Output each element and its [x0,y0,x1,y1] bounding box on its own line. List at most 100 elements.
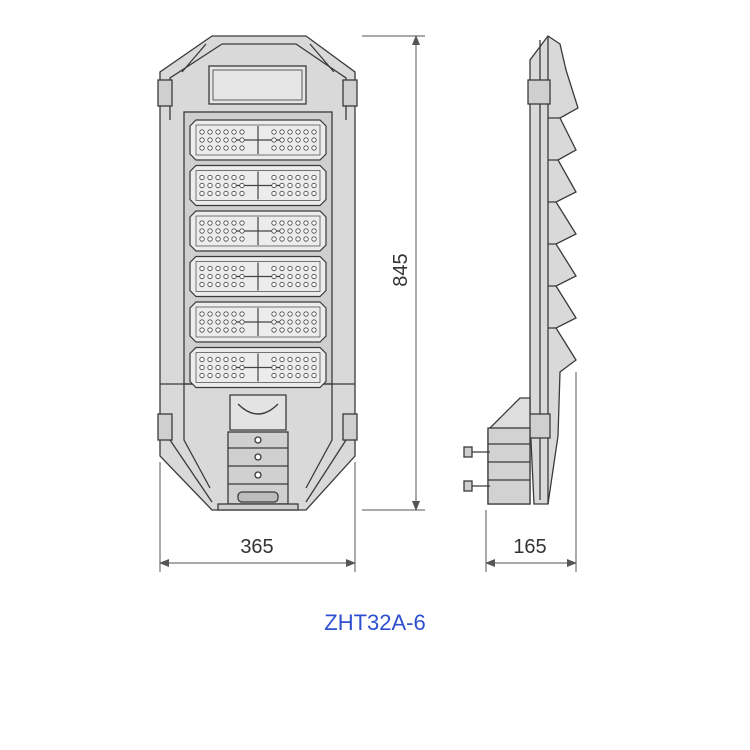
led-dot [199,228,205,234]
led-dot [231,281,237,288]
led-dot [311,372,317,379]
led-dot [279,174,285,181]
led-dot [303,129,309,135]
led-dot [279,372,285,379]
clip-right-top [342,79,358,107]
led-dot [231,182,237,189]
led-dot [199,129,205,135]
led-dot [303,273,309,280]
led-dot [295,137,301,143]
led-dot [199,190,205,197]
led-dot [207,265,213,272]
led-dot [295,265,301,272]
led-dot [199,220,205,226]
led-dot [207,281,213,288]
model-name: ZHT32A-6 [324,610,426,635]
led-dot [207,145,213,151]
led-dot [287,228,293,234]
led-dot [295,220,301,226]
led-dot [311,327,317,333]
led-dot [215,356,221,363]
led-dot [311,129,317,135]
led-dot [303,145,309,151]
led-dot [311,228,317,234]
led-dot [207,327,213,333]
led-dot [295,129,301,135]
led-dot [199,273,205,280]
led-dot [271,190,277,197]
led-dot [279,228,285,234]
led-dot [223,228,229,234]
led-dot [287,265,293,272]
led-dot [239,190,245,197]
led-dot [199,364,205,371]
led-dot [287,364,293,371]
led-dot [231,228,237,234]
led-dot [215,174,221,181]
led-dot [207,190,213,197]
led-dot [231,327,237,333]
led-dot [223,145,229,151]
led-dot [231,236,237,242]
led-dot [207,137,213,143]
led-dot [215,281,221,288]
led-dot [271,281,277,288]
led-dot [287,182,293,189]
led-dot [199,319,205,325]
led-dot [207,228,213,234]
led-dot [239,356,245,363]
led-dot [311,273,317,280]
led-dot [199,356,205,363]
led-dot [303,372,309,379]
led-dot [295,327,301,333]
led-dot [207,236,213,242]
led-dot [287,311,293,317]
led-dot [199,174,205,181]
led-dot [223,319,229,325]
led-dot [295,319,301,325]
led-dot [199,281,205,288]
led-dot [303,228,309,234]
led-dot [215,311,221,317]
led-dot [231,356,237,363]
led-dot [311,190,317,197]
led-module [189,164,327,207]
led-module [189,301,327,343]
led-dot [303,281,309,288]
led-dot [271,364,277,371]
led-dot [239,327,245,333]
led-dot [271,174,277,181]
led-dot [239,372,245,379]
led-dot [215,190,221,197]
led-dot [223,311,229,317]
led-dot [223,236,229,242]
led-dot [223,137,229,143]
led-dot [279,327,285,333]
led-dot [207,319,213,325]
led-dot [239,311,245,317]
led-dot [215,327,221,333]
led-dot [279,220,285,226]
led-dot [279,129,285,135]
led-dot [271,236,277,242]
led-dot [199,265,205,272]
led-dot [207,129,213,135]
led-dot [303,236,309,242]
led-dot [303,182,309,189]
led-dot [295,273,301,280]
led-dot [271,356,277,363]
led-dot [215,319,221,325]
led-dot [271,137,277,143]
led-dot [311,174,317,181]
led-dot [239,273,245,280]
led-dot [295,281,301,288]
led-dot [215,364,221,371]
led-dot [231,372,237,379]
led-dot [223,364,229,371]
led-dot [295,356,301,363]
led-dot [199,182,205,189]
led-dot [223,190,229,197]
led-dot [287,236,293,242]
led-dot [279,311,285,317]
led-dot [271,145,277,151]
